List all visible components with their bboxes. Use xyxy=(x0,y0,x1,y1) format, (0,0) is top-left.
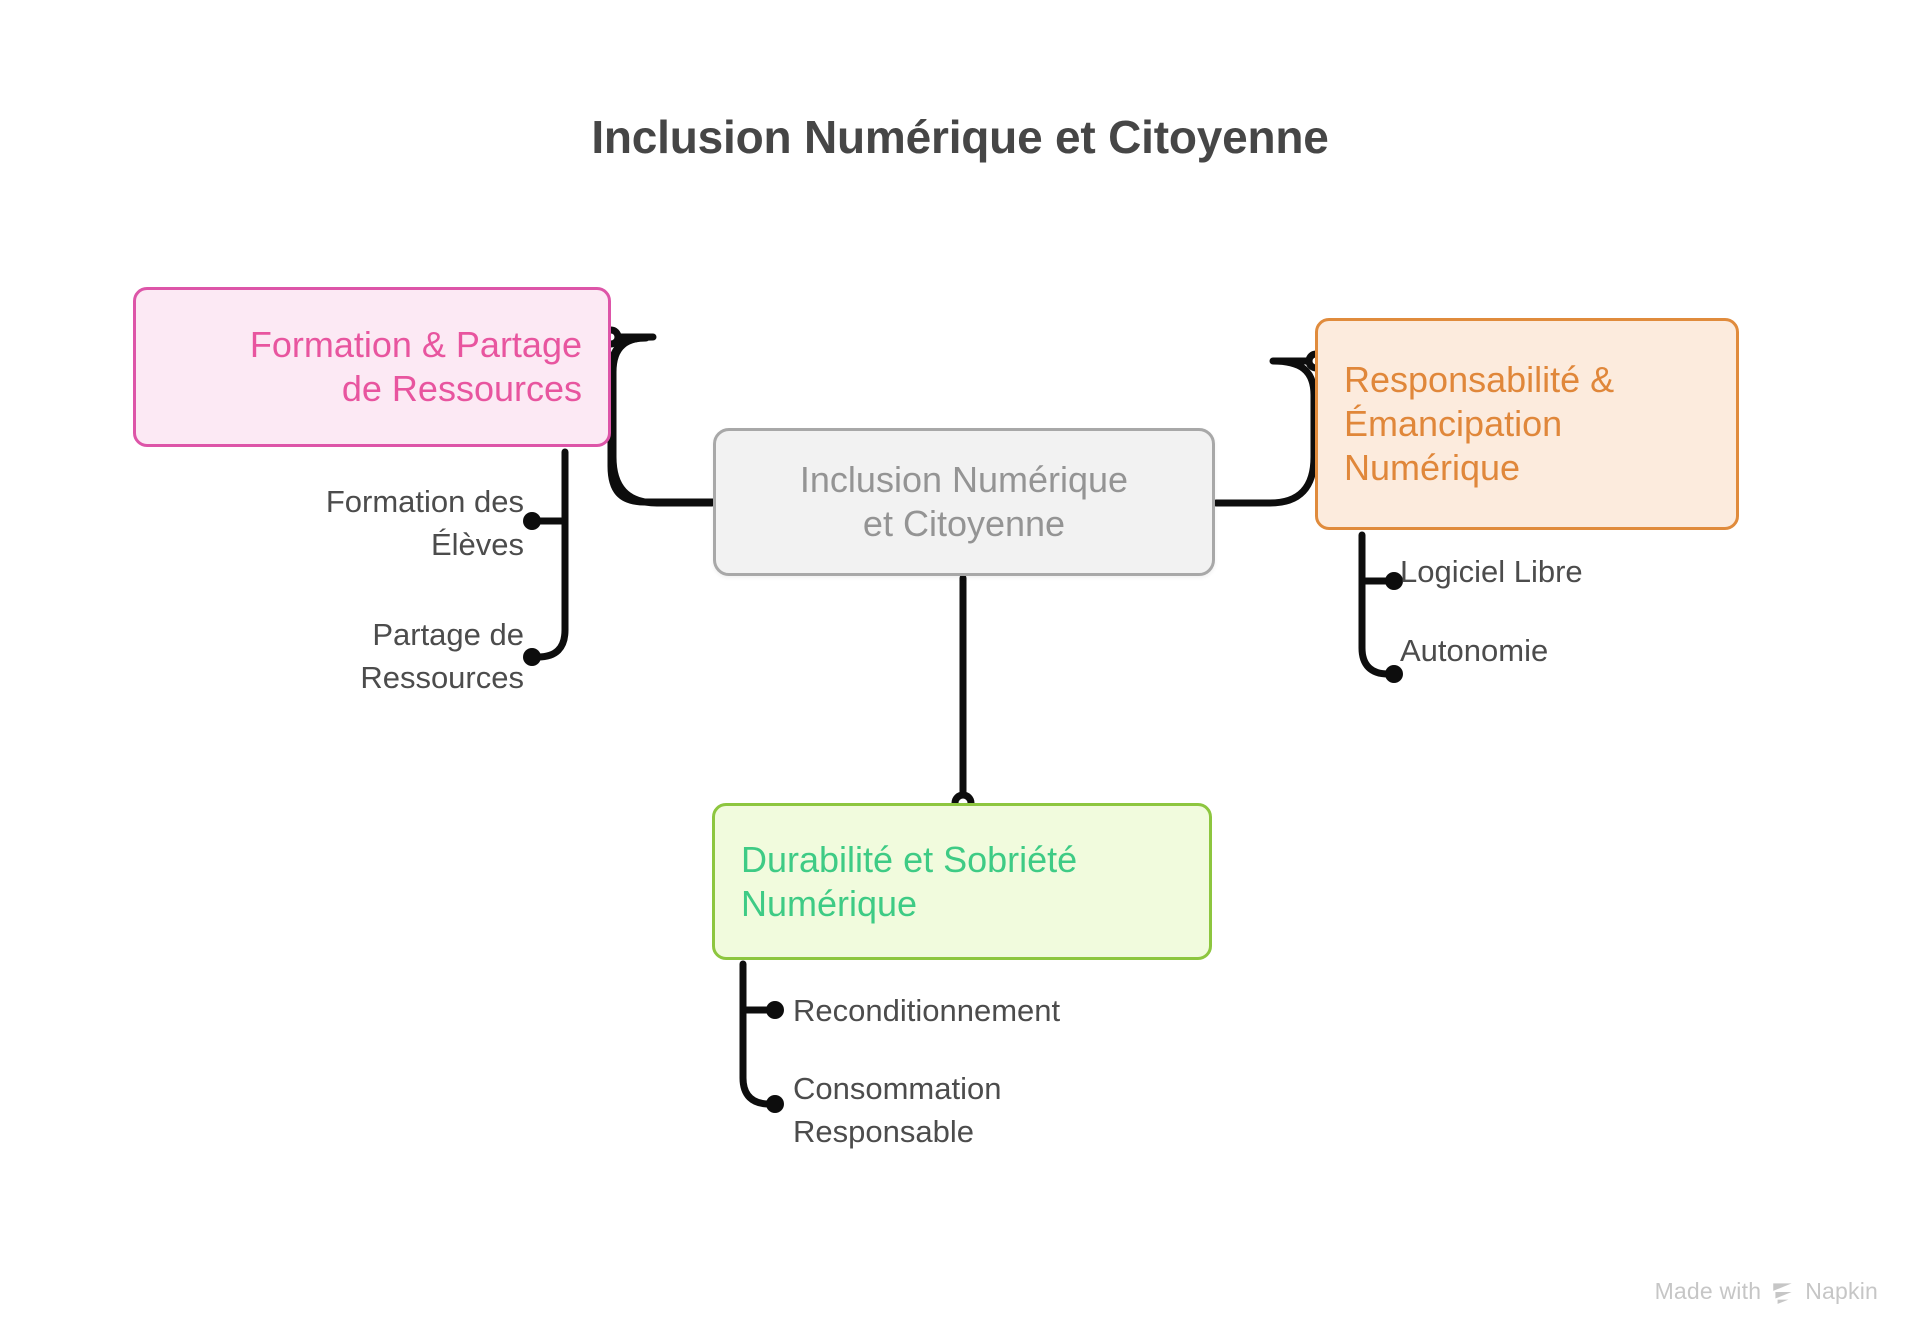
leaf-pink-partage-de-ressources: Partage de Ressources xyxy=(360,617,524,695)
node-branch-pink[interactable]: Formation & Partage de Ressources xyxy=(133,287,611,447)
dot-green-child-0 xyxy=(766,1001,784,1019)
edge-root-to-pink xyxy=(607,334,717,506)
page-title: Inclusion Numérique et Citoyenne xyxy=(591,111,1329,163)
watermark: Made with Napkin xyxy=(1655,1278,1878,1305)
watermark-prefix: Made with xyxy=(1654,1278,1762,1304)
leaf-orange-autonomie: Autonomie xyxy=(1400,633,1549,668)
edge-orange-children xyxy=(1358,531,1396,678)
edge-green-children xyxy=(739,960,777,1108)
dot-green-child-1 xyxy=(766,1095,784,1113)
node-branch-green[interactable]: Durabilité et Sobriété Numérique xyxy=(712,803,1212,960)
watermark-brand: Napkin xyxy=(1805,1278,1878,1304)
edge-pink-children xyxy=(530,448,569,661)
node-root-label: Inclusion Numérique et Citoyenne xyxy=(799,459,1129,544)
edge-pink xyxy=(609,333,716,507)
node-branch-orange[interactable]: Responsabilité & Émancipation Numérique xyxy=(1315,318,1739,530)
node-branch-green-label: Durabilité et Sobriété Numérique xyxy=(741,838,1078,924)
leaf-orange-logiciel-libre: Logiciel Libre xyxy=(1400,554,1583,589)
dot-pink-child-1 xyxy=(523,648,541,666)
node-root[interactable]: Inclusion Numérique et Citoyenne xyxy=(713,428,1215,576)
dot-pink-child-0 xyxy=(523,512,541,530)
node-branch-pink-label: Formation & Partage de Ressources xyxy=(249,324,582,409)
edge-orange xyxy=(1212,357,1318,507)
napkin-logo-icon xyxy=(1770,1279,1796,1305)
leaf-pink-formation-des-eleves: Formation des Élèves xyxy=(325,484,524,562)
leaf-green-reconditionnement: Reconditionnement xyxy=(793,993,1061,1028)
leaf-green-consommation-responsable: Consommation Responsable xyxy=(793,1071,1002,1149)
node-branch-orange-label: Responsabilité & Émancipation Numérique xyxy=(1344,359,1615,488)
